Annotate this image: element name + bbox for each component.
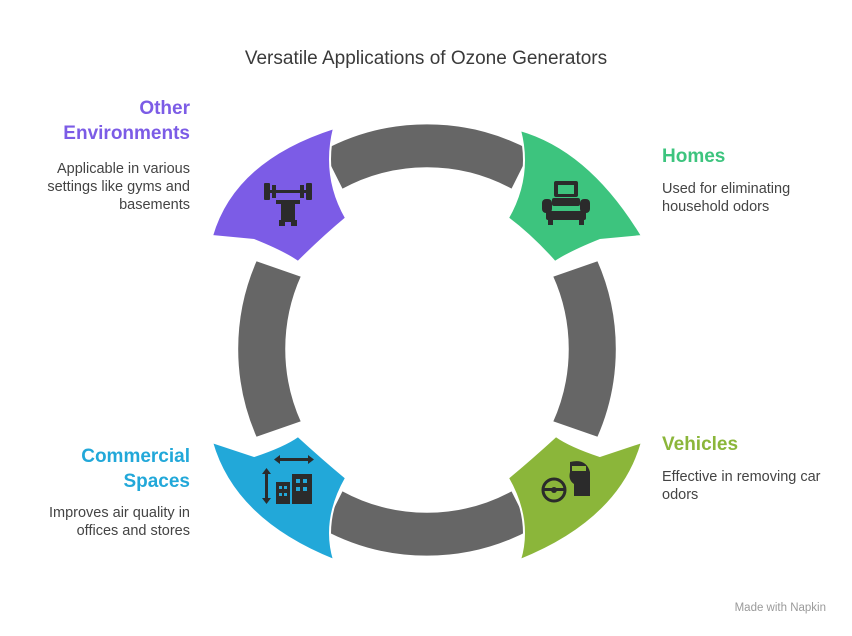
building-measure-icon	[262, 455, 314, 504]
vehicles-segment[interactable]	[506, 434, 644, 562]
armchair-icon	[542, 181, 590, 225]
ring-arc-left	[236, 258, 304, 440]
other-description: Applicable in various settings like gyms…	[47, 161, 190, 213]
homes-heading: Homes	[662, 146, 726, 167]
napkin-watermark: Made with Napkin	[734, 602, 826, 614]
commercial-heading: Commercial Spaces	[81, 446, 190, 492]
car-steering-driver-icon	[541, 461, 590, 503]
barbell-icon	[264, 183, 312, 226]
vehicles-heading: Vehicles	[662, 434, 739, 455]
diagram-title: Versatile Applications of Ozone Generato…	[244, 48, 608, 69]
ring-arc-right	[550, 258, 618, 440]
ring-arc-top	[320, 122, 534, 192]
commercial-description: Improves air quality in offices and stor…	[48, 505, 190, 539]
ring-arc-bottom	[320, 488, 534, 558]
other-heading: Other Environments	[63, 98, 190, 144]
ring-arcs	[236, 122, 618, 558]
other-segment[interactable]	[210, 126, 348, 264]
homes-description: Used for eliminating household odors	[662, 181, 791, 215]
vehicles-description: Effective in removing car odors	[662, 469, 821, 503]
